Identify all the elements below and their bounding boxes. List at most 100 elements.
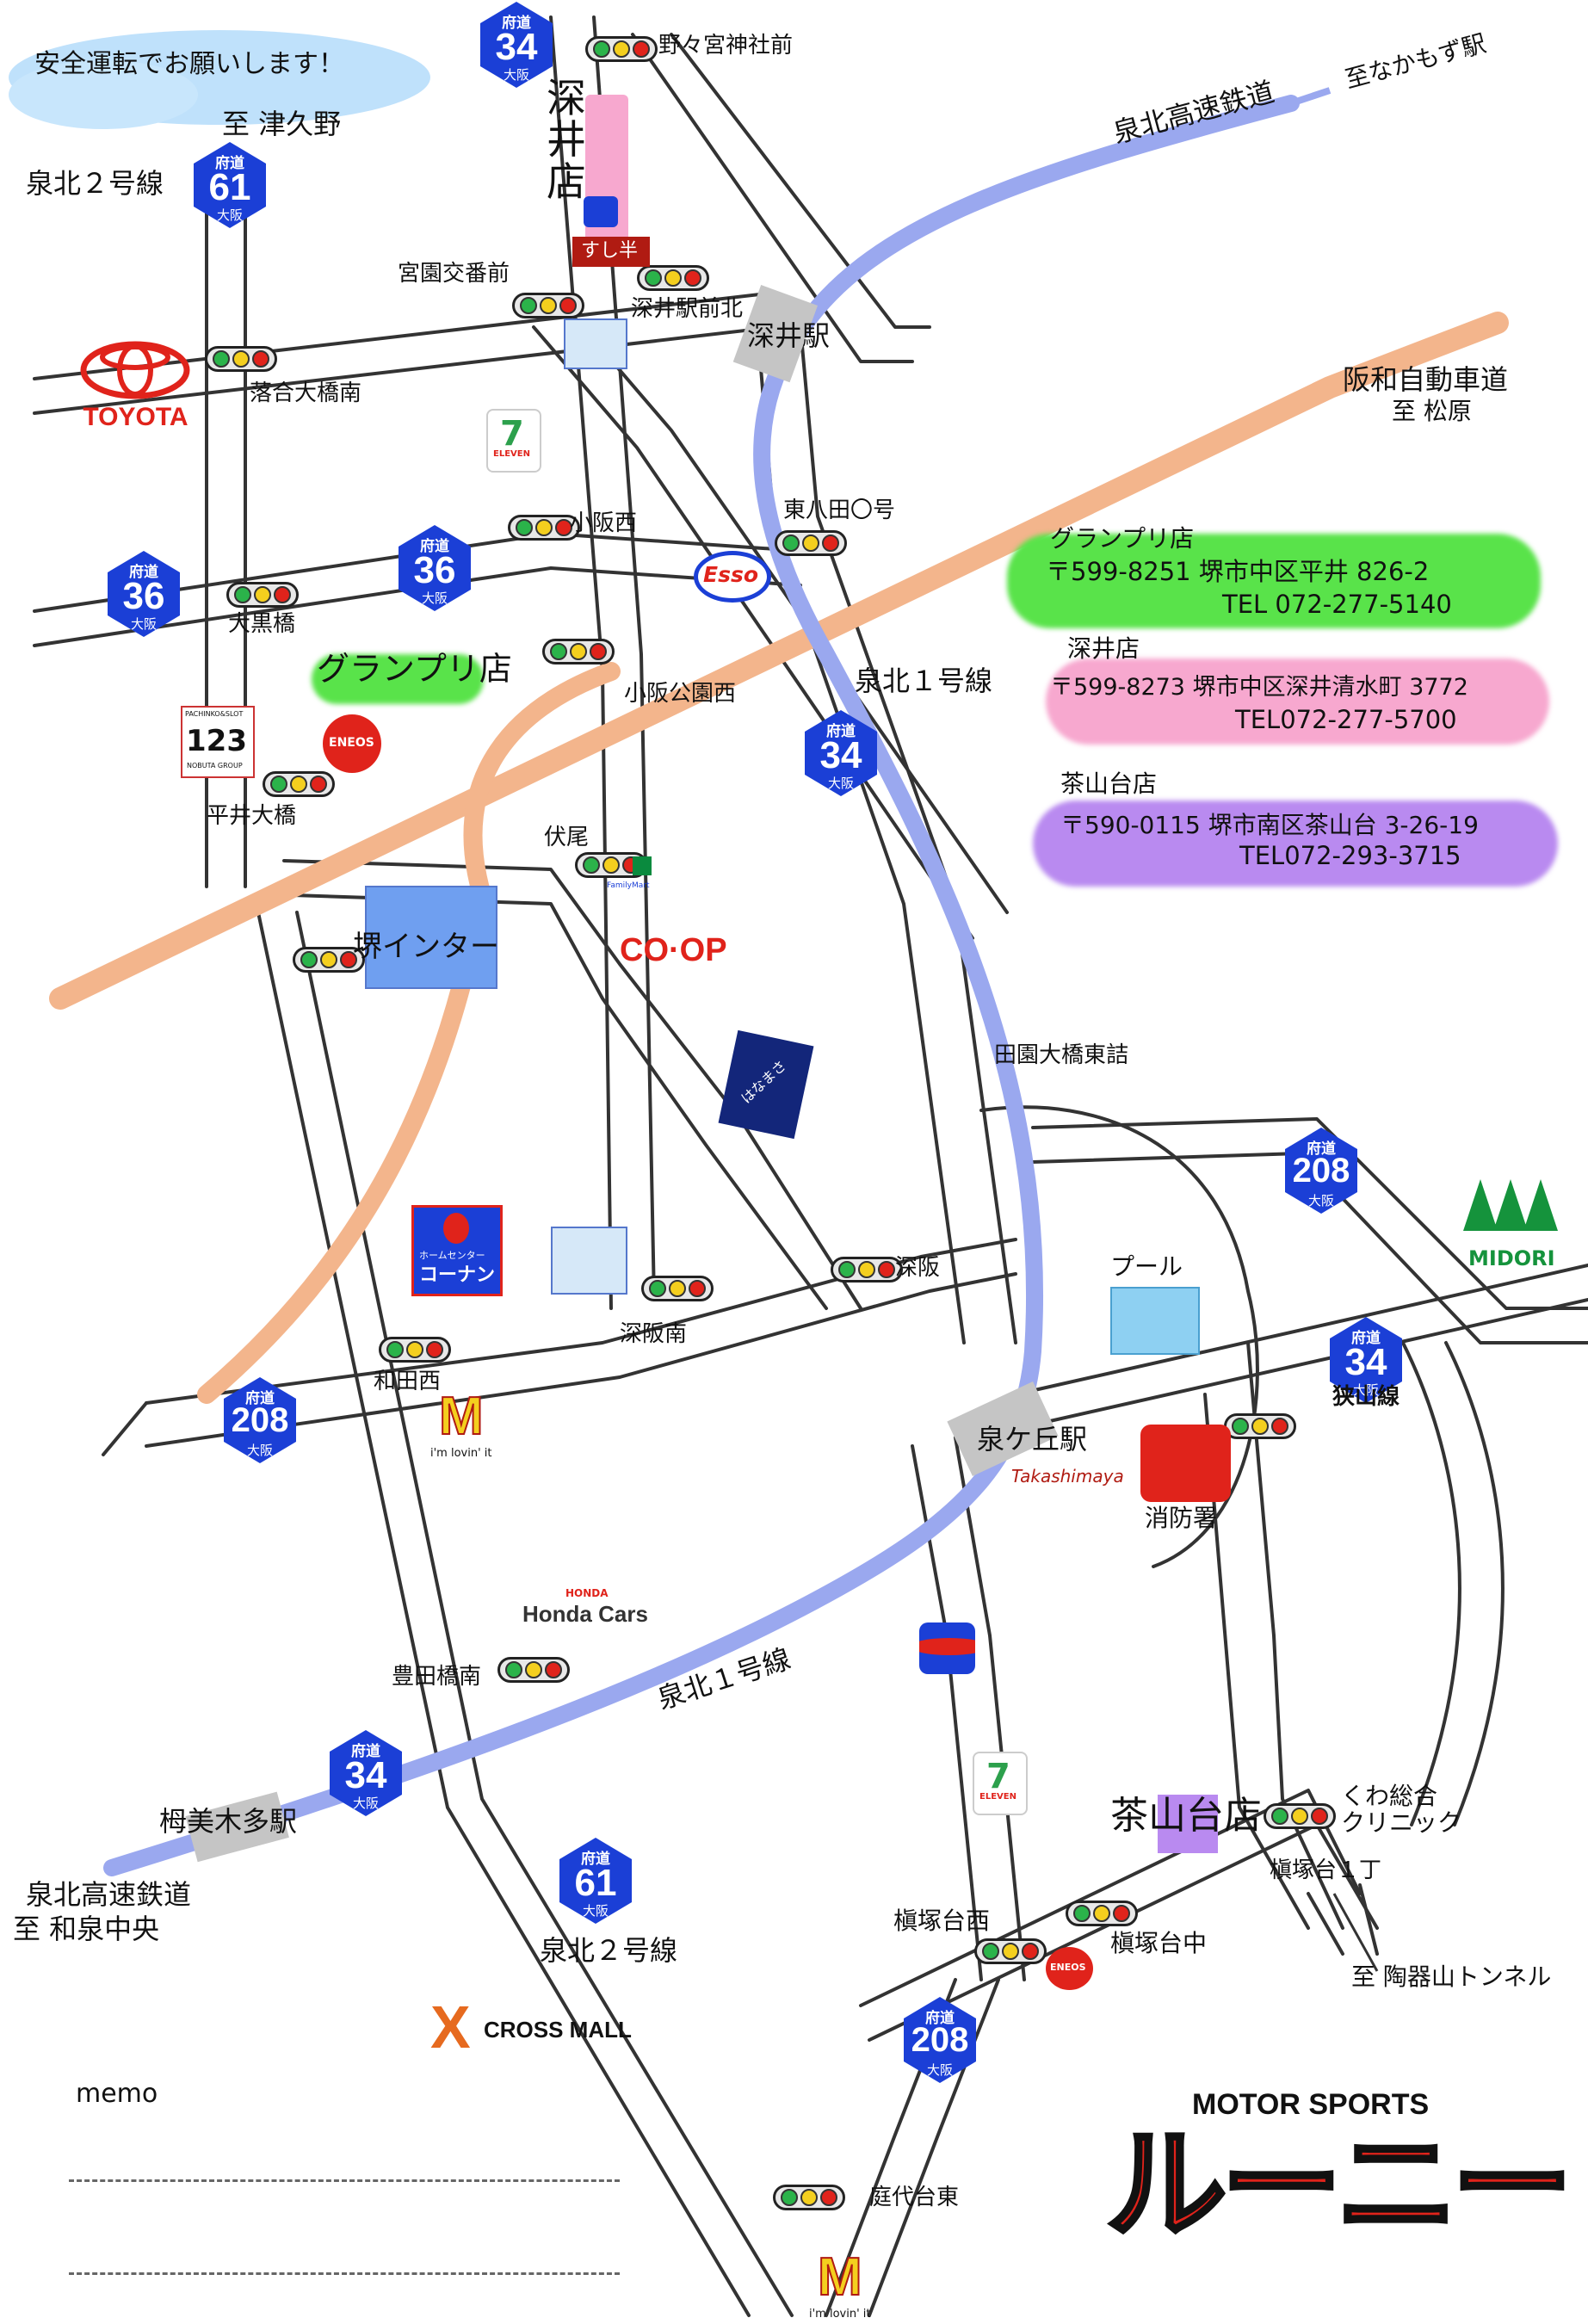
label-fire-station: 消防署 bbox=[1145, 1504, 1218, 1532]
fire-station-icon bbox=[1140, 1425, 1231, 1502]
hanwa-expressway-line bbox=[49, 312, 1509, 1010]
label-clinic: くわ総合 クリニック bbox=[1341, 1782, 1462, 1837]
senboku-rail-line bbox=[103, 95, 1300, 1876]
shield-pref: 大阪 bbox=[503, 67, 529, 83]
shield-number: 36 bbox=[122, 575, 165, 617]
honda-cars-logo: Honda Cars bbox=[522, 1601, 648, 1627]
store-logo-circle bbox=[919, 1622, 975, 1674]
shield-kind: 府道 bbox=[129, 564, 158, 581]
label-fukasaka: 深阪 bbox=[895, 1255, 941, 1281]
sushi-sign: すし半 bbox=[572, 237, 650, 267]
label-makitsuka-1: 槇塚台１丁 bbox=[1270, 1857, 1382, 1883]
chayamadai-info-name: 茶山台店 bbox=[1060, 770, 1158, 798]
road-208-south-2 bbox=[868, 1978, 1000, 2317]
shield-pref: 大阪 bbox=[216, 207, 243, 223]
road-208-west-1 bbox=[102, 1401, 148, 1456]
police-box-mid-icon bbox=[551, 1227, 627, 1295]
shield-number: 34 bbox=[1344, 1341, 1387, 1383]
grandprix-info-tel: TEL 072-277-5140 bbox=[1222, 590, 1452, 619]
shield-number: 61 bbox=[574, 1862, 617, 1904]
signal-kosaka-koen bbox=[542, 639, 615, 664]
brand-logo: ルーニー bbox=[1103, 2116, 1574, 2256]
konan-word: コーナン bbox=[419, 1264, 496, 1286]
pachinko-top: PACHINKO&SLOT bbox=[185, 710, 244, 718]
label-pool: プール bbox=[1110, 1252, 1183, 1281]
road-toukiyama-1 bbox=[1307, 1892, 1344, 1956]
label-higashi-hatta: 東八田〇号 bbox=[783, 498, 896, 523]
signal-miyazono bbox=[512, 293, 584, 318]
label-to-toukiyama: 至 陶器山トンネル bbox=[1351, 1962, 1552, 1991]
label-to-matsubara: 至 松原 bbox=[1392, 397, 1472, 425]
chayamadai-shop-blob bbox=[1158, 1795, 1218, 1853]
grandprix-info-blob bbox=[1007, 534, 1541, 628]
route-34-shield-sayama: 府道 34 大阪 bbox=[1330, 1317, 1402, 1403]
label-senboku-rail-south: 泉北高速鉄道 bbox=[26, 1878, 192, 1911]
shield-shape bbox=[194, 142, 266, 228]
route-34-shield-center: 府道 34 大阪 bbox=[805, 710, 877, 796]
shield-pref: 大阪 bbox=[352, 1796, 379, 1811]
signal-makitsuka-nishi bbox=[974, 1938, 1047, 1964]
shield-kind: 府道 bbox=[420, 538, 449, 555]
cross-mall-logo: X CROSS MALL bbox=[430, 1993, 637, 2061]
seven-eleven-word: ELEVEN bbox=[493, 449, 530, 459]
shield-number: 208 bbox=[911, 2021, 969, 2059]
station-block-toga bbox=[185, 1791, 289, 1863]
station-block-izumigaoka bbox=[947, 1381, 1059, 1476]
safety-cloud-2 bbox=[9, 60, 198, 129]
road-toukiyama-2 bbox=[1358, 1883, 1379, 1956]
shield-number: 34 bbox=[344, 1754, 387, 1796]
chayamadai-info-tel: TEL072-293-3715 bbox=[1239, 841, 1461, 870]
pachinko-number: 123 bbox=[186, 724, 247, 758]
police-box-north-icon bbox=[564, 318, 627, 369]
signal-toyodabashi bbox=[497, 1657, 570, 1683]
label-fukai-station: 深井駅 bbox=[747, 319, 831, 352]
eneos-south-logo: ENEOS bbox=[1046, 1947, 1093, 1990]
road-senboku2-south-west bbox=[256, 911, 751, 2317]
shield-shape bbox=[399, 525, 471, 611]
road-ring-east bbox=[1246, 1341, 1344, 1930]
signal-nonomiya bbox=[585, 36, 658, 62]
shield-pref: 大阪 bbox=[246, 1443, 273, 1458]
signal-ochiai bbox=[205, 346, 277, 372]
esso-word: Esso bbox=[703, 562, 759, 587]
road-sayama-1 bbox=[1014, 1264, 1588, 1396]
signal-kosaka-nishi bbox=[508, 515, 580, 541]
route-61-shield-south: 府道 61 大阪 bbox=[559, 1838, 632, 1924]
sakai-ic-block bbox=[365, 886, 497, 989]
shield-kind: 府道 bbox=[215, 155, 244, 172]
label-fukai-ekimae-kita: 深井駅前北 bbox=[631, 296, 744, 322]
route-36-shield-east: 府道 36 大阪 bbox=[399, 525, 471, 611]
shield-pref: 大阪 bbox=[130, 616, 157, 632]
label-makitsuka-nishi: 槇塚台西 bbox=[893, 1907, 991, 1935]
shield-pref: 大阪 bbox=[421, 590, 448, 606]
signal-ookurobashi bbox=[226, 582, 299, 608]
label-grandprix-shop: グランプリ店 bbox=[317, 650, 512, 688]
rail-extension-nakamozu bbox=[1289, 87, 1332, 107]
road-208-east-2 bbox=[1031, 1152, 1588, 1344]
memo-line-1 bbox=[69, 2179, 620, 2182]
label-ochiai: 落合大橋南 bbox=[250, 380, 362, 406]
grandprix-info-address: 〒599-8251 堺市中区平井 826-2 bbox=[1046, 557, 1430, 586]
label-denen: 田園大橋東詰 bbox=[994, 1042, 1129, 1068]
shield-pref: 大阪 bbox=[582, 1903, 609, 1919]
shield-number: 208 bbox=[1292, 1152, 1350, 1190]
shield-shape bbox=[805, 710, 877, 796]
konan-logo: ホームセンター コーナン bbox=[411, 1205, 503, 1296]
label-hanwa: 阪和自動車道 bbox=[1343, 363, 1509, 396]
cross-mall-x-icon: X bbox=[430, 1993, 471, 2061]
grandprix-shop-blob bbox=[312, 654, 484, 704]
road-fukai-diag-2 bbox=[566, 308, 1009, 914]
label-fukai-shop: 深井店 bbox=[547, 75, 586, 205]
fukai-info-name: 深井店 bbox=[1067, 634, 1140, 663]
route-36-shield-west: 府道 36 大阪 bbox=[108, 551, 180, 637]
shield-shape bbox=[559, 1838, 632, 1924]
route-61-shield: 府道 61 大阪 bbox=[194, 142, 266, 228]
label-hirai: 平井大橋 bbox=[207, 803, 297, 829]
shield-kind: 府道 bbox=[245, 1390, 275, 1407]
label-sayama-line: 狭山線 bbox=[1332, 1384, 1400, 1410]
road-ring-outer bbox=[979, 1105, 1259, 1568]
seven-eleven-north: 7 ELEVEN bbox=[486, 409, 541, 473]
route-34-shield-southwest: 府道 34 大阪 bbox=[330, 1730, 402, 1816]
shield-kind: 府道 bbox=[351, 1743, 380, 1760]
seven-eleven-south: 7 ELEVEN bbox=[973, 1752, 1028, 1815]
